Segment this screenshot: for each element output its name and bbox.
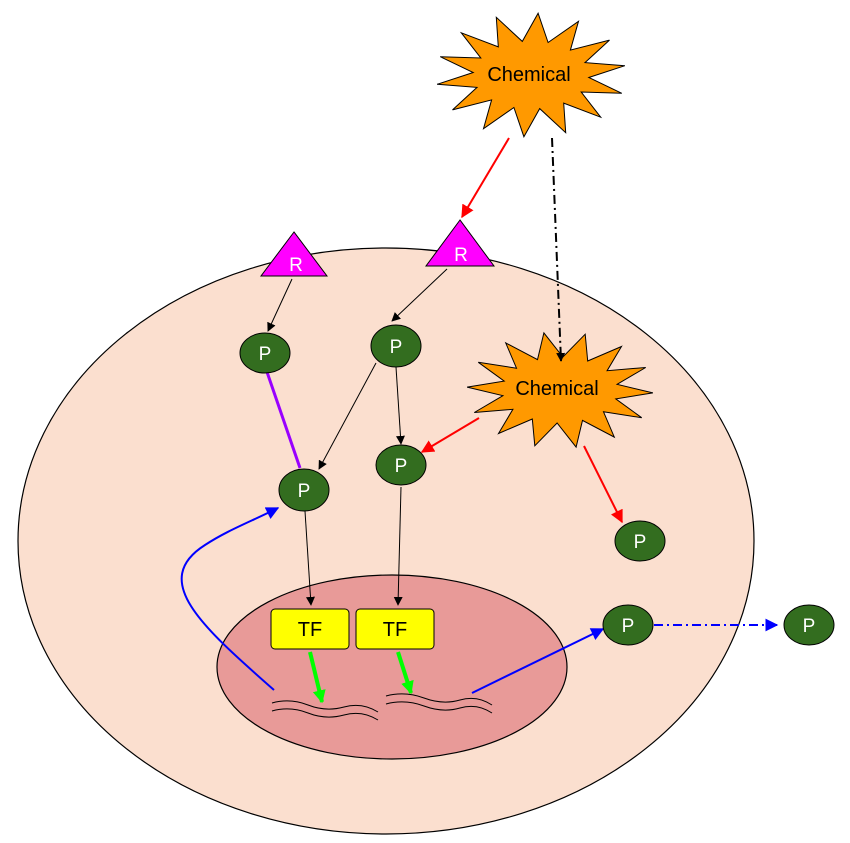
arrow-dna-to-protein-curve — [180, 507, 280, 691]
arrow-dna-to-protein-export — [471, 628, 605, 694]
protein-label: P — [390, 337, 403, 358]
dna-right — [385, 693, 493, 714]
arrow-protein-to-protein-b — [395, 366, 405, 445]
protein-receptor-left: P — [239, 332, 291, 374]
protein-label: P — [259, 344, 272, 365]
protein-label: P — [634, 532, 647, 553]
arrow-chemical-diffusion — [551, 137, 566, 362]
arrow-chemical-to-protein — [420, 417, 480, 453]
arrow-tf-right-to-dna — [396, 651, 414, 695]
protein-label: P — [803, 616, 816, 637]
arrow-protein-to-tf-right — [393, 486, 403, 606]
arrow-protein-to-tf-left — [304, 510, 315, 606]
chemical-outside-label: Chemical — [487, 64, 570, 86]
tf-right-label: TF — [383, 619, 407, 641]
chemical-inside-label: Chemical — [515, 378, 598, 400]
protein-secreted: P — [783, 604, 835, 646]
tf-left: TF — [270, 608, 350, 650]
tf-left-label: TF — [298, 619, 322, 641]
protein-label: P — [395, 456, 408, 477]
receptor-left: R — [260, 231, 328, 277]
protein-exported: P — [602, 604, 654, 646]
protein-receptor-right: P — [370, 324, 422, 368]
chemical-inside: Chemical — [466, 331, 654, 449]
receptor-right: R — [425, 219, 495, 267]
arrow-receptor-left-to-protein — [267, 278, 293, 332]
protein-chemical-bound: P — [614, 520, 666, 562]
receptor-left-label: R — [289, 255, 303, 276]
arrow-tf-left-to-dna — [308, 651, 326, 704]
arrow-chemical-to-protein-outlier — [583, 445, 623, 524]
arrow-receptor-right-to-protein — [391, 268, 448, 322]
protein-middle-left: P — [278, 468, 330, 512]
receptor-right-label: R — [454, 245, 468, 266]
arrow-chemical-to-receptor — [461, 137, 510, 219]
link-protein-protein — [265, 371, 302, 469]
nucleus — [216, 574, 568, 760]
protein-label: P — [622, 616, 635, 637]
chemical-outside: Chemical — [436, 11, 626, 139]
dna-left — [271, 700, 379, 721]
tf-right: TF — [355, 608, 435, 650]
protein-middle-right: P — [375, 444, 427, 486]
arrow-protein-to-protein-a — [318, 362, 377, 470]
protein-label: P — [298, 481, 311, 502]
